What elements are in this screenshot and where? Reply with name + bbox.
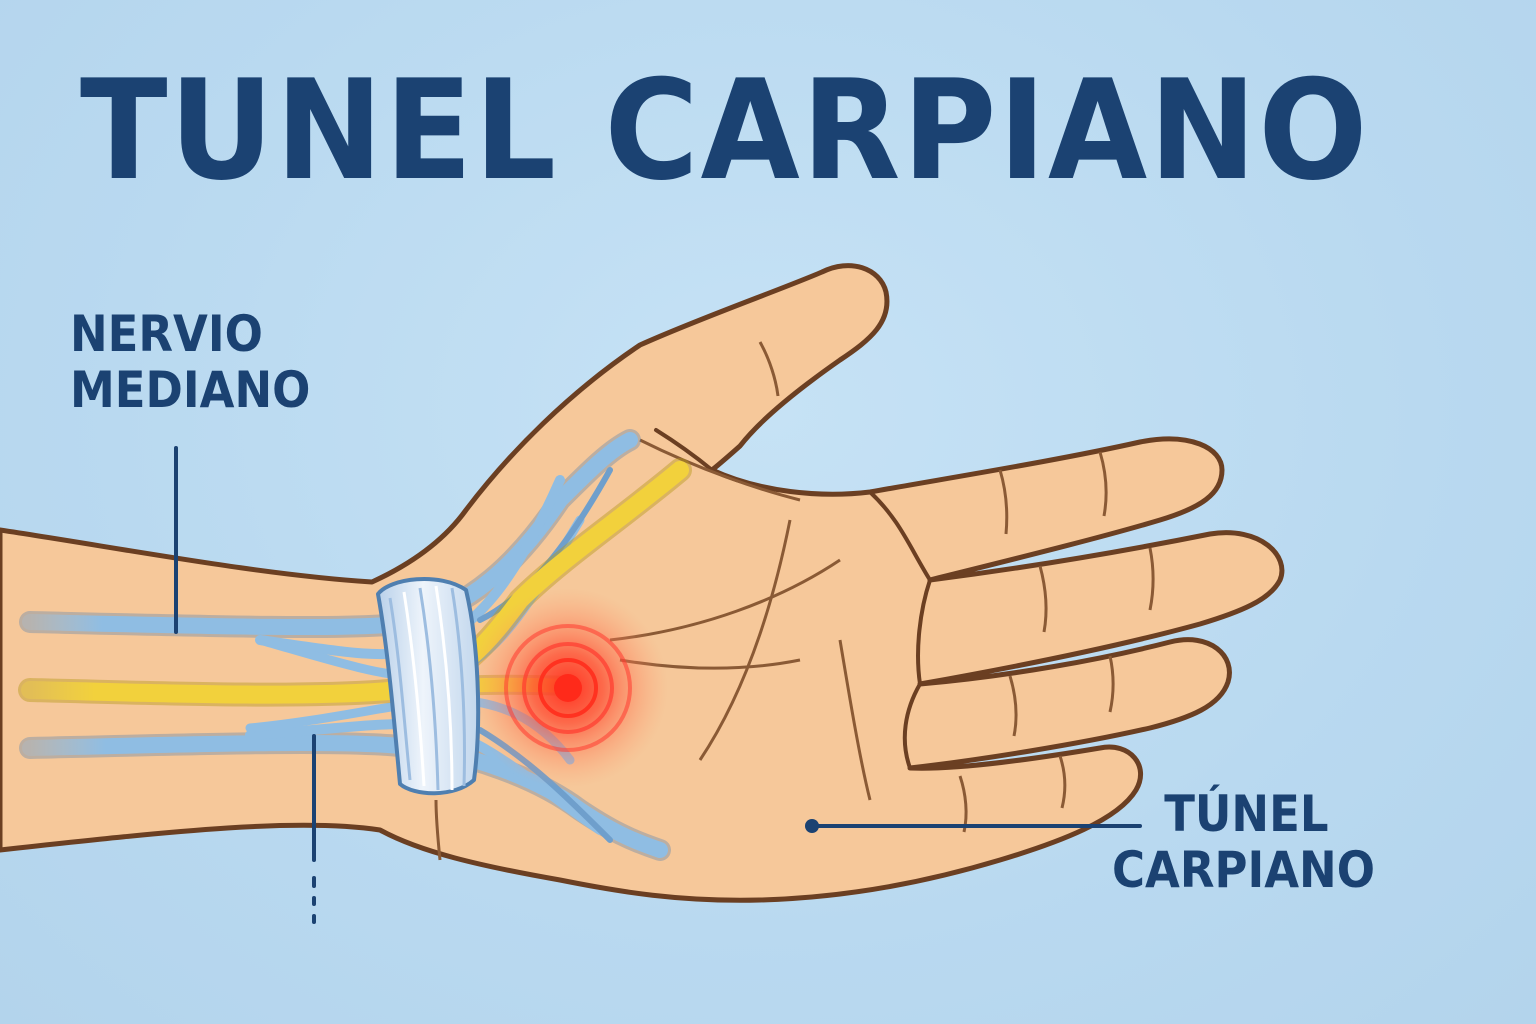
label-tunel-carpiano: TÚNEL CARPIANO xyxy=(1112,786,1375,898)
label-nervio-mediano: NERVIO MEDIANO xyxy=(70,306,310,418)
tunel-leader-dot xyxy=(805,819,819,833)
carpal-ligament-band xyxy=(376,577,481,796)
label-nervio-line2: MEDIANO xyxy=(70,361,311,419)
pain-area xyxy=(468,588,668,788)
label-nervio-line1: NERVIO xyxy=(70,305,263,363)
label-tunel-line1: TÚNEL xyxy=(1164,785,1329,843)
page-title: TUNEL CARPIANO xyxy=(80,50,1370,211)
label-tunel-line2: CARPIANO xyxy=(1112,841,1375,899)
leader-lines xyxy=(174,446,1142,924)
